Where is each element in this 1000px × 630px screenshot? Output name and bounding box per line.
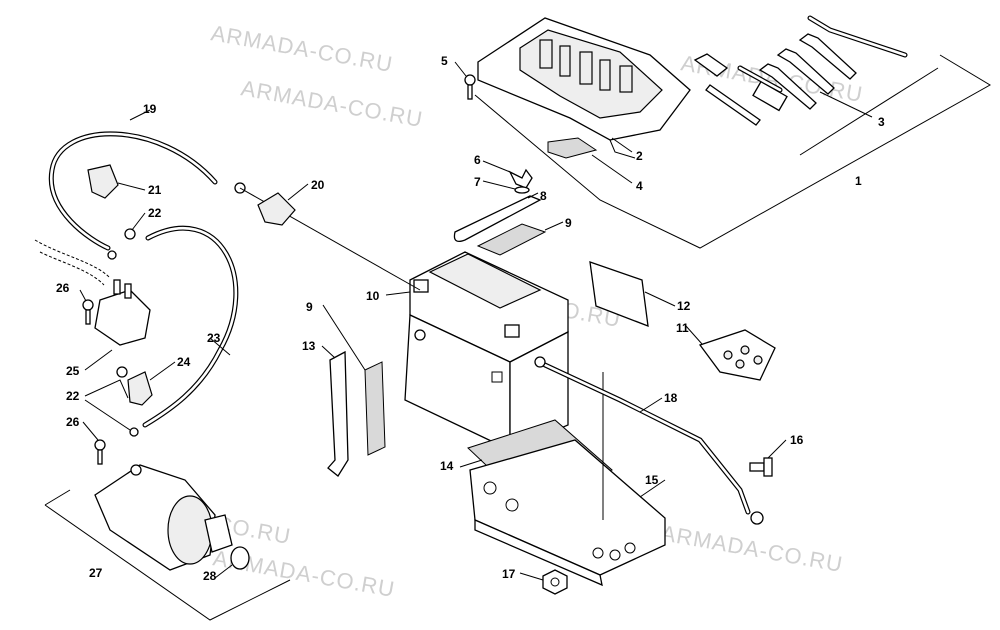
callout-16: 16 xyxy=(790,433,804,447)
screw-icon xyxy=(464,74,476,100)
foam-pad xyxy=(476,223,547,256)
callout-11: 11 xyxy=(676,321,689,335)
callout-2: 2 xyxy=(636,149,643,163)
callout-26: 26 xyxy=(66,415,80,429)
callout-15: 15 xyxy=(645,473,659,487)
callout-24: 24 xyxy=(177,355,191,369)
tool-set xyxy=(693,15,908,126)
wing-nut-icon xyxy=(508,168,533,189)
flange-nut-icon xyxy=(542,569,568,595)
terminal-cap xyxy=(127,371,153,406)
callout-25: 25 xyxy=(66,364,80,378)
battery-tray xyxy=(469,439,666,587)
battery-strap xyxy=(453,195,542,243)
callout-21: 21 xyxy=(148,183,162,197)
screw-icon xyxy=(94,439,106,465)
callout-4: 4 xyxy=(636,179,643,193)
terminal-boot xyxy=(257,192,296,226)
callout-9: 9 xyxy=(565,216,572,230)
callout-20: 20 xyxy=(311,178,325,192)
starter-solenoid xyxy=(34,239,151,346)
screw-icon xyxy=(82,299,94,325)
o-ring-icon xyxy=(230,546,250,570)
callout-7: 7 xyxy=(474,175,481,189)
callout-26: 26 xyxy=(56,281,70,295)
bolt-icon xyxy=(749,457,773,477)
callout-22: 22 xyxy=(148,206,162,220)
leader-lines xyxy=(79,61,873,581)
callout-3: 3 xyxy=(878,115,885,129)
watermark: ARMADA-CO.RU xyxy=(209,20,395,77)
callouts: 1 2 3 4 5 6 7 8 9 9 10 11 12 13 14 15 16… xyxy=(56,54,885,583)
negative-cable xyxy=(534,356,764,525)
callout-10: 10 xyxy=(366,289,380,303)
callout-1: 1 xyxy=(855,174,862,188)
starter-cable xyxy=(129,225,239,437)
hardware-kit xyxy=(698,329,776,381)
callout-12: 12 xyxy=(677,299,691,313)
nut-icon xyxy=(124,228,136,240)
watermark: ARMADA-CO.RU xyxy=(659,520,845,577)
callout-6: 6 xyxy=(474,153,481,167)
callout-18: 18 xyxy=(664,391,678,405)
callout-27: 27 xyxy=(89,566,103,580)
foam-pad xyxy=(364,361,386,456)
nut-icon xyxy=(116,366,128,378)
callout-14: 14 xyxy=(440,459,454,473)
callout-19: 19 xyxy=(143,102,157,116)
callout-28: 28 xyxy=(203,569,217,583)
group-brackets xyxy=(44,54,991,621)
callout-22: 22 xyxy=(66,389,80,403)
positive-cable xyxy=(48,131,246,260)
starter-motor xyxy=(94,464,233,571)
battery xyxy=(404,251,569,452)
callout-8: 8 xyxy=(540,189,547,203)
battery-label xyxy=(589,261,649,327)
callout-17: 17 xyxy=(502,567,516,581)
hold-down-bracket xyxy=(327,350,349,477)
tool-tray xyxy=(477,17,691,159)
foam-pad xyxy=(547,137,598,159)
washer-icon xyxy=(514,186,530,194)
terminal-cap xyxy=(87,164,119,199)
callout-5: 5 xyxy=(441,54,448,68)
callout-23: 23 xyxy=(207,331,221,345)
watermark: ARMADA-CO.RU xyxy=(239,75,425,132)
callout-13: 13 xyxy=(302,339,316,353)
callout-9: 9 xyxy=(306,300,313,314)
